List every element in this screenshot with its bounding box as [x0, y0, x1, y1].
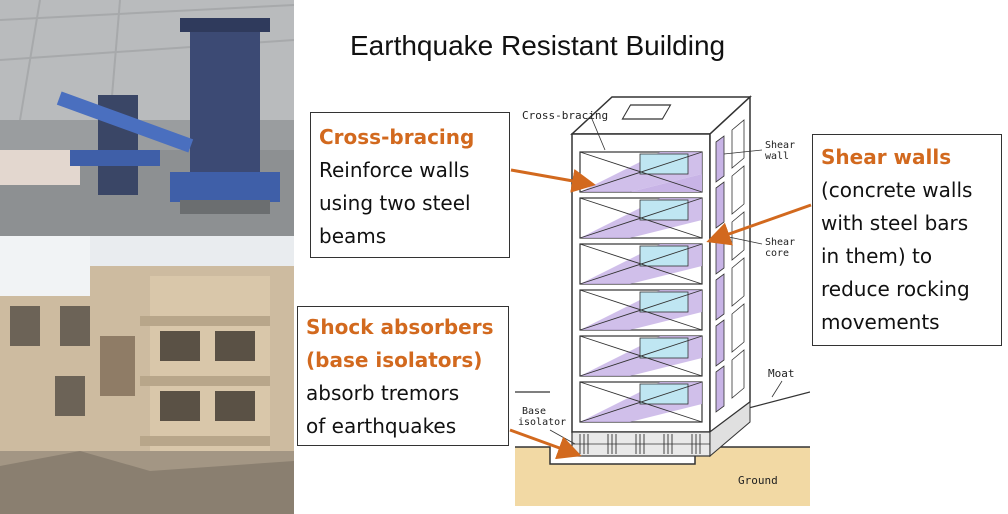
base-isolator-photo [0, 0, 294, 236]
cross-bracing-leader [591, 118, 606, 151]
cross-bracing-heading: Cross-bracing [319, 125, 475, 149]
shear-wall-leader [723, 149, 763, 155]
label-moat: Moat [768, 367, 795, 380]
shock-absorbers-heading-2: (base isolators) [306, 348, 483, 372]
page-title: Earthquake Resistant Building [350, 30, 726, 61]
label-shear-core-2: core [765, 248, 789, 259]
shock-absorbers-callout: Shock absorbers (base isolators) absorb … [297, 306, 509, 446]
shear-walls-heading: Shear walls [821, 145, 952, 169]
label-ground: Ground [738, 474, 778, 487]
building-diagram: Cross-bracing Shear wall Shear core Moat… [515, 95, 810, 506]
shock-absorbers-line-1: absorb tremors [306, 381, 460, 405]
label-cross-bracing: Cross-bracing [522, 109, 608, 122]
base-isolators [571, 401, 751, 458]
label-base-isolator-1: Base [522, 406, 546, 417]
shear-walls-line-4: reduce rocking [821, 277, 970, 301]
moat-leader [771, 380, 783, 398]
shear-walls-callout: Shear walls (concrete walls with steel b… [812, 134, 1002, 346]
shock-absorbers-line-2: of earthquakes [306, 414, 457, 438]
cross-bracing-line-2: using two steel [319, 191, 471, 215]
front-bays [579, 151, 703, 423]
damaged-building-photo [0, 236, 294, 514]
cross-bracing-callout: Cross-bracing Reinforce walls using two … [310, 112, 510, 258]
shear-walls-line-1: (concrete walls [821, 178, 973, 202]
label-shear-wall-1: Shear [765, 140, 795, 151]
ground-area [515, 447, 810, 506]
label-shear-core-1: Shear [765, 237, 795, 248]
roof-structure [621, 104, 672, 120]
cross-bracing-line-3: beams [319, 224, 387, 248]
cross-bracing-line-1: Reinforce walls [319, 158, 470, 182]
shear-walls-line-5: movements [821, 310, 940, 334]
shear-walls-line-2: with steel bars [821, 211, 969, 235]
shock-absorbers-heading-1: Shock absorbers [306, 315, 494, 339]
label-shear-wall-2: wall [765, 151, 789, 162]
shear-walls-line-3: in them) to [821, 244, 933, 268]
label-base-isolator-2: isolator [518, 417, 566, 428]
